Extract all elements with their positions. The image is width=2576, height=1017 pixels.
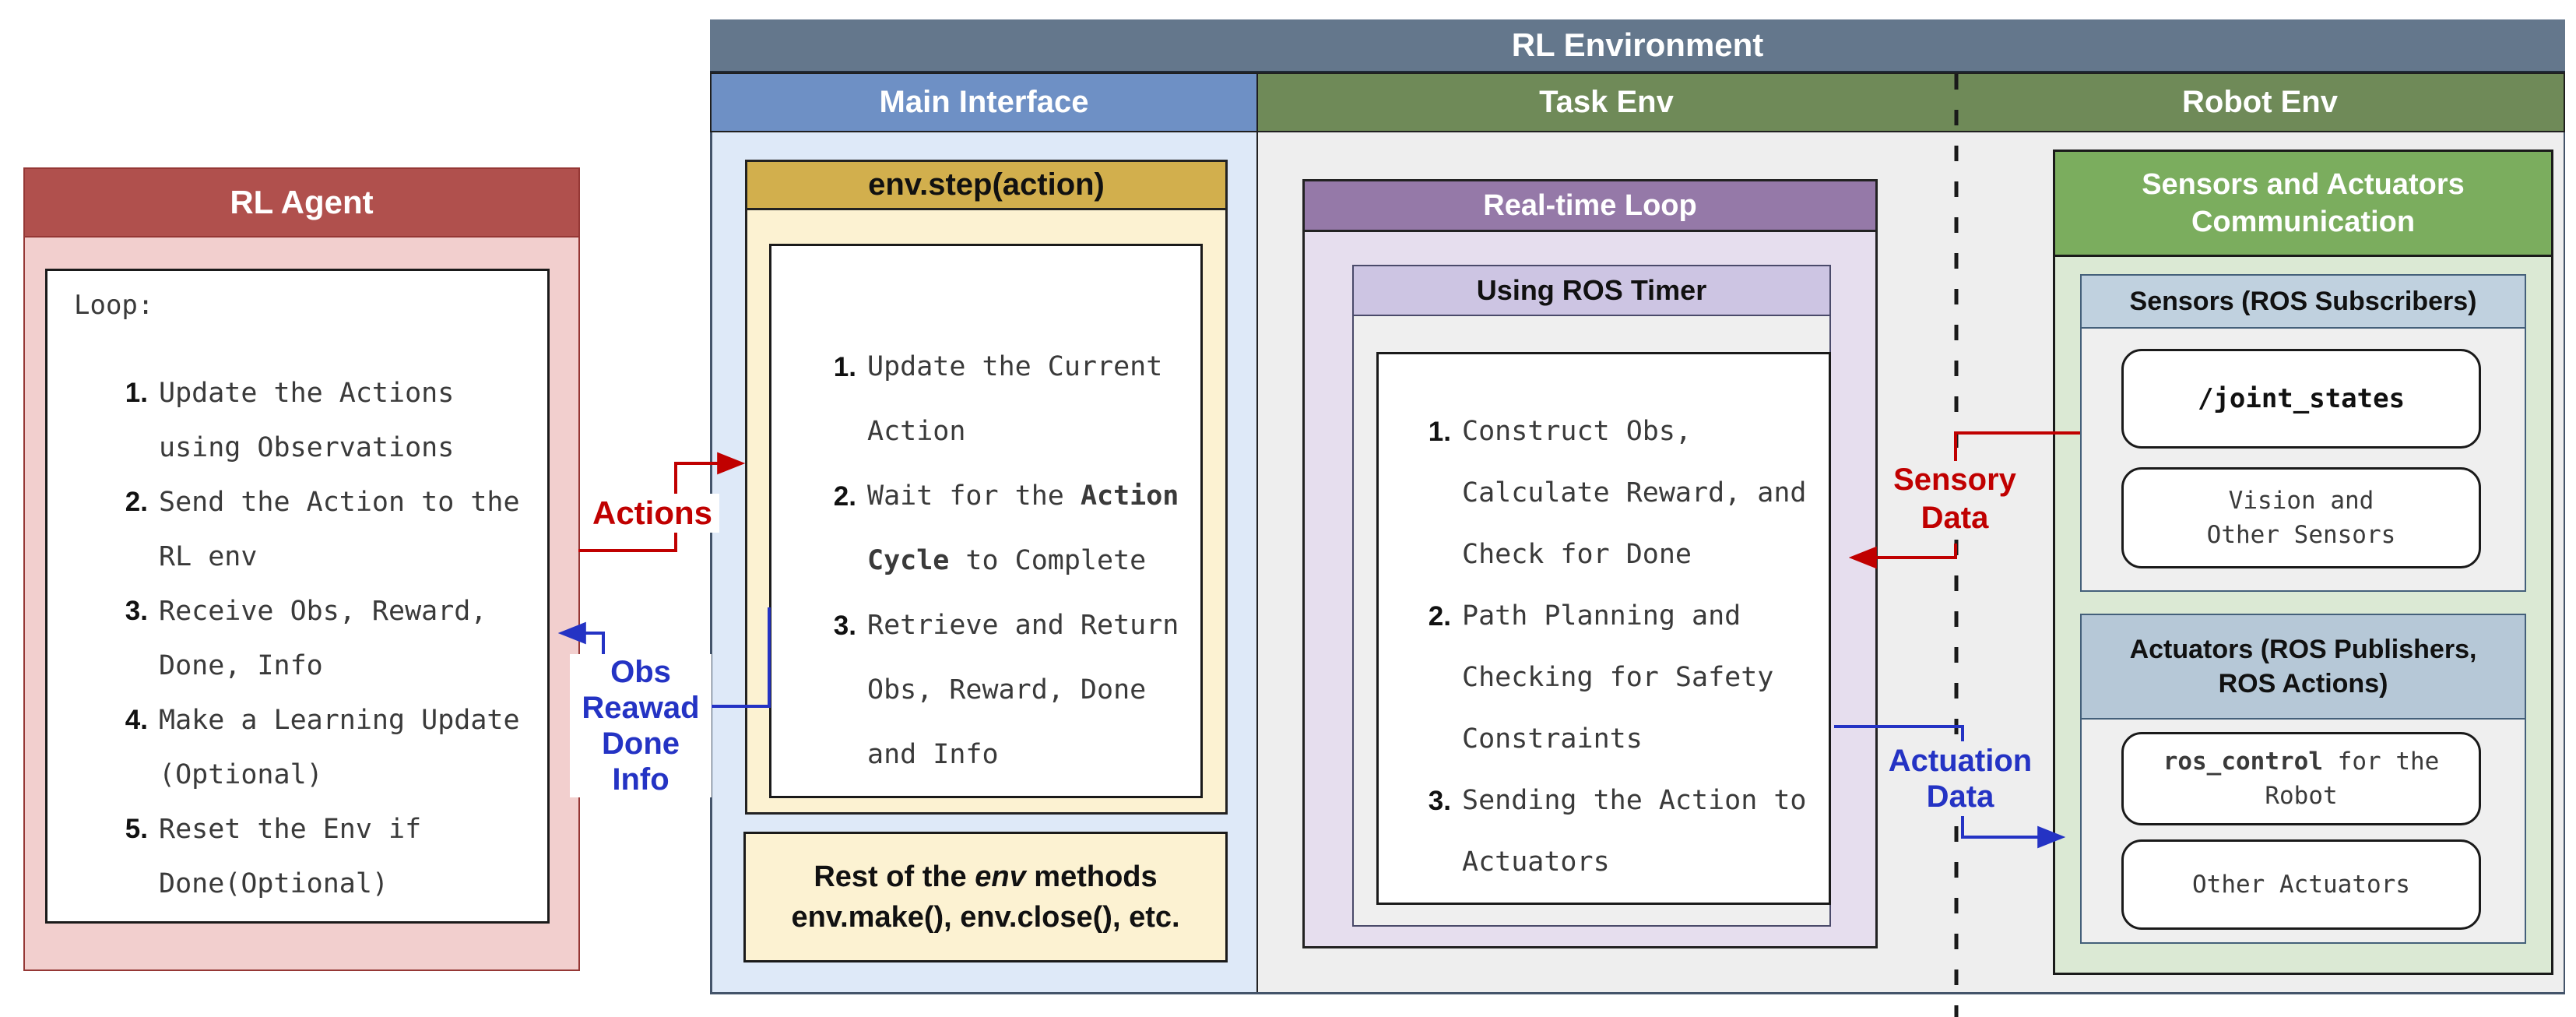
- sensors-header: Sensors (ROS Subscribers): [2080, 274, 2526, 329]
- rl-environment-header: RL Environment: [710, 19, 2565, 72]
- ros-timer-header: Using ROS Timer: [1352, 265, 1831, 316]
- step-row: 3.Receive Obs, Reward,Done, Info: [125, 596, 487, 681]
- column-header-main-interface: Main Interface: [710, 72, 1258, 132]
- rl-agent-header: RL Agent: [23, 167, 580, 238]
- joint-states-pill: /joint_states: [2121, 349, 2481, 449]
- actions-flow-label: Actions: [585, 494, 719, 533]
- env-step-panel: [769, 244, 1203, 798]
- column-header-green-band: [1256, 72, 2565, 132]
- other-actuators-pill: Other Actuators: [2121, 839, 2481, 930]
- realtime-loop-header: Real-time Loop: [1302, 179, 1878, 232]
- column-header-robot-env: Robot Env: [2182, 85, 2338, 119]
- rl-agent-loop-label: Loop:: [74, 290, 154, 321]
- actuators-header: Actuators (ROS Publishers,ROS Actions): [2080, 614, 2526, 720]
- task-env-panel: [1376, 352, 1831, 905]
- rl-agent-loop-panel: [45, 269, 550, 924]
- column-header-task-env: Task Env: [1539, 85, 1674, 119]
- step-row: 4.Make a Learning Update(Optional): [125, 705, 520, 790]
- env-step-header: env.step(action): [745, 160, 1228, 210]
